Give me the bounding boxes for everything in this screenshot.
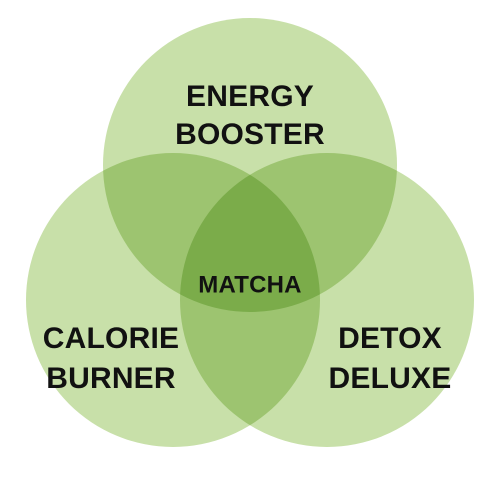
right-circle <box>180 153 474 447</box>
left-set-label-line-1: CALORIE <box>43 322 179 355</box>
right-set-label-line-2: DELUXE <box>329 362 452 395</box>
venn-labels: ENERGY BOOSTER MATCHA CALORIE BURNER DET… <box>43 80 452 395</box>
top-set-label-line-2: BOOSTER <box>175 118 325 151</box>
top-set-label-line-1: ENERGY <box>186 80 314 113</box>
right-set-label-line-1: DETOX <box>338 322 442 355</box>
venn-circles <box>26 18 474 447</box>
left-set-label-line-2: BURNER <box>46 362 176 395</box>
intersection-label: MATCHA <box>198 271 301 298</box>
